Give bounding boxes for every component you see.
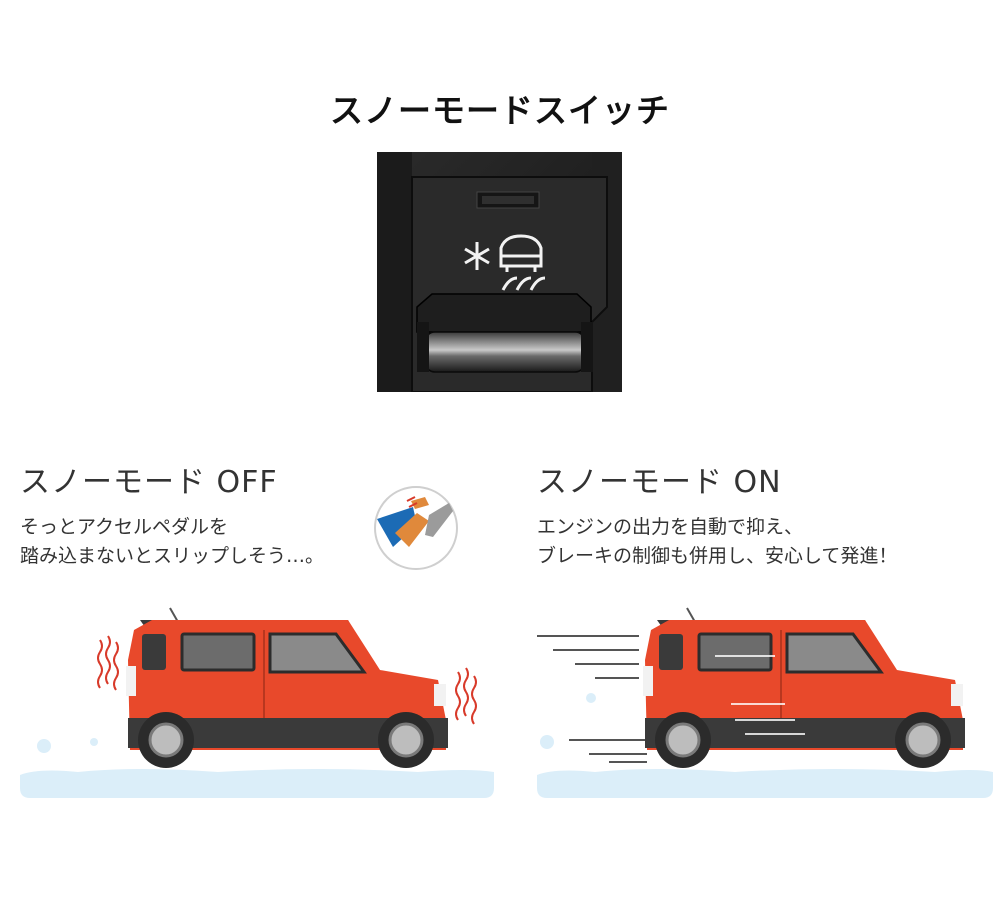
mode-on-description-line-1: エンジンの出力を自動で抑え、 [537, 516, 804, 538]
car [643, 607, 965, 768]
snow-traction-icon [464, 234, 546, 291]
mode-off-description-line-2: 踏み込まないとスリップしそう…。 [20, 545, 325, 567]
page-title: スノーモードスイッチ [330, 91, 670, 130]
snow-mode-switch-photo [377, 152, 622, 392]
mode-off-title: スノーモード OFF [20, 465, 278, 500]
mode-on-description-line-2: ブレーキの制御も併用し、安心して発進！ [537, 545, 898, 567]
mode-on-title: スノーモード ON [537, 465, 782, 500]
mode-off-car-illustration [20, 607, 494, 798]
mode-on-car-illustration [537, 607, 993, 798]
mode-on-description: エンジンの出力を自動で抑え、 ブレーキの制御も併用し、安心して発進！ [537, 513, 897, 571]
mode-off-description-line-1: そっとアクセルペダルを [20, 516, 229, 538]
car [126, 607, 448, 768]
foot-on-pedal-icon [374, 486, 458, 570]
mode-off-description: そっとアクセルペダルを 踏み込まないとスリップしそう…。 [20, 513, 324, 571]
